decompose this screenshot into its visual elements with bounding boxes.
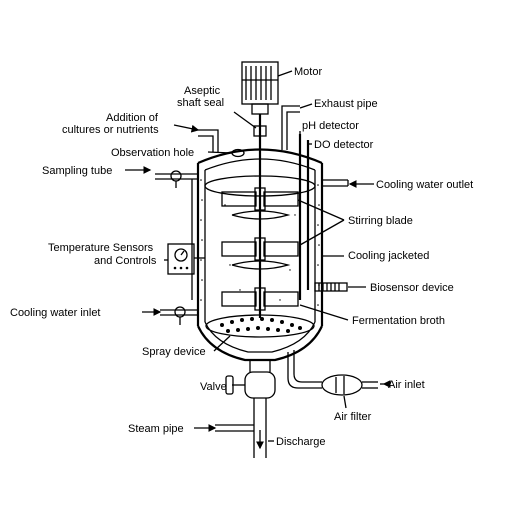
label-aseptic-seal-line1: Aseptic xyxy=(184,85,221,97)
sampling-tube xyxy=(155,170,198,300)
exhaust-pipe xyxy=(281,105,300,150)
cooling-water-outlet-pipe xyxy=(322,179,349,187)
label-sampling-tube: Sampling tube xyxy=(42,165,112,177)
label-do-detector: DO detector xyxy=(314,139,374,151)
cooling-water-inlet-pipe xyxy=(160,306,198,325)
spray-device xyxy=(205,314,315,338)
label-addition-line1: Addition of xyxy=(106,112,159,124)
addition-pipe xyxy=(198,129,219,152)
stirring-blades xyxy=(221,187,299,311)
leader-lines xyxy=(125,70,391,450)
label-cooling-water-inlet: Cooling water inlet xyxy=(10,307,101,319)
label-stirring-blade: Stirring blade xyxy=(348,215,413,227)
biosensor-device xyxy=(314,282,348,292)
label-air-inlet: Air inlet xyxy=(388,379,425,391)
label-fermentation-broth: Fermentation broth xyxy=(352,315,445,327)
label-discharge: Discharge xyxy=(276,436,326,448)
label-spray-device: Spray device xyxy=(142,346,206,358)
label-biosensor-device: Biosensor device xyxy=(370,282,454,294)
label-valve: Valve xyxy=(200,381,227,393)
label-steam-pipe: Steam pipe xyxy=(128,423,184,435)
label-exhaust-pipe: Exhaust pipe xyxy=(314,98,378,110)
label-cooling-jacketed: Cooling jacketed xyxy=(348,250,429,262)
label-air-filter: Air filter xyxy=(334,411,372,423)
label-cooling-water-outlet: Cooling water outlet xyxy=(376,179,473,191)
motor-unit xyxy=(241,61,279,115)
label-observation-hole: Observation hole xyxy=(111,147,194,159)
temperature-sensor-box xyxy=(167,243,205,275)
label-motor: Motor xyxy=(294,66,322,78)
label-ph-detector: pH detector xyxy=(302,120,359,132)
label-addition-line2: cultures or nutrients xyxy=(62,124,159,136)
shaft-seal xyxy=(253,125,267,137)
label-aseptic-seal-line2: shaft seal xyxy=(177,97,224,109)
label-temperature-line1: Temperature Sensors xyxy=(48,242,154,254)
discharge-valve xyxy=(215,360,276,458)
label-temperature-line2: and Controls xyxy=(94,255,157,267)
air-inlet-line xyxy=(287,350,378,396)
